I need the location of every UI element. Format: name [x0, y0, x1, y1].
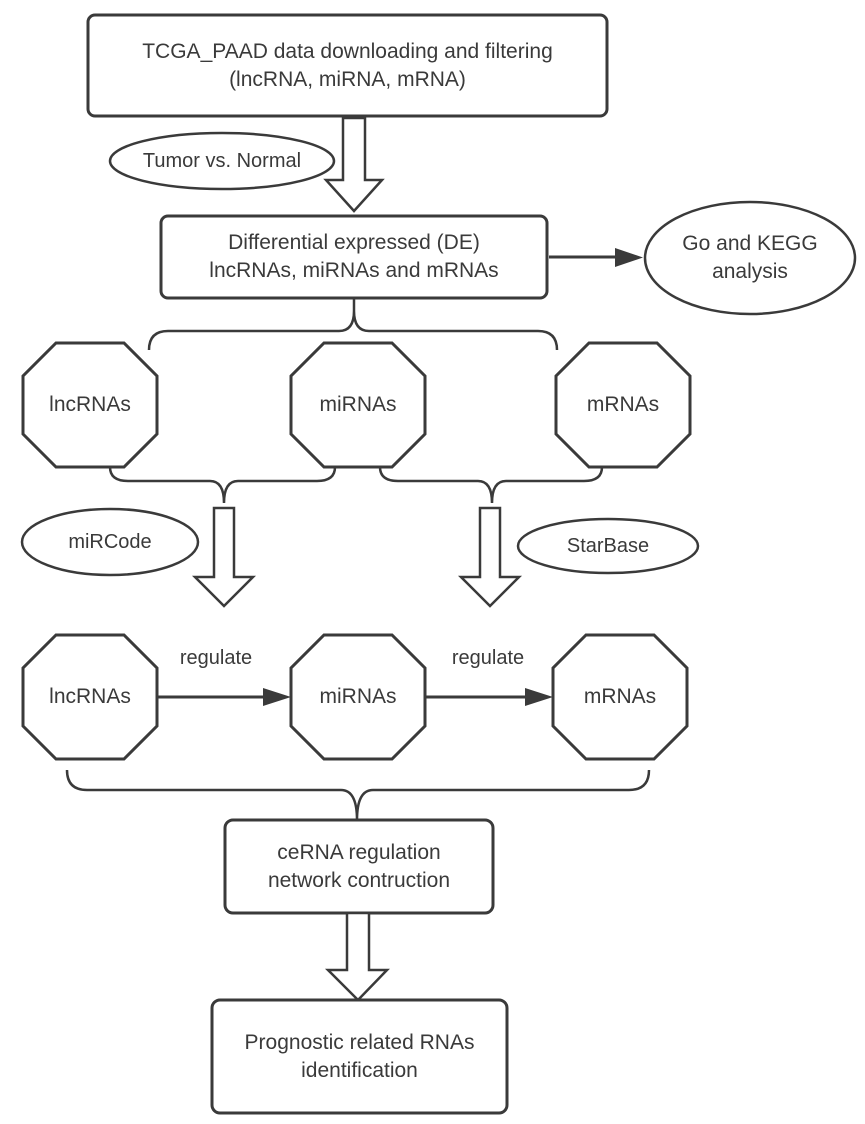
split-brace-top	[147, 310, 559, 351]
tcga-box-shape	[86, 13, 609, 118]
block-arrow-down-icon-4	[324, 911, 390, 1002]
mrnas-mid-octagon-shape	[551, 633, 689, 761]
cerna-box-shape	[223, 818, 495, 915]
block-arrow-down-icon-3	[457, 506, 523, 608]
mirnas-mid-octagon-shape	[289, 633, 427, 761]
arrowhead-right-icon-left	[263, 688, 291, 706]
arrowhead-right-icon-right	[525, 688, 553, 706]
gather-brace-bottom	[65, 769, 651, 821]
go-kegg-ellipse-shape	[643, 200, 857, 316]
arrowhead-right-icon-kegg	[615, 248, 643, 267]
gather-brace-left	[108, 466, 337, 504]
block-arrow-down-icon-2	[191, 506, 257, 608]
lncrnas-mid-octagon-shape	[21, 633, 159, 761]
lncrnas-top-octagon-shape	[21, 341, 159, 469]
tumor-vs-normal-ellipse-shape	[108, 131, 336, 191]
de-box-shape	[159, 214, 549, 300]
prognostic-box-shape	[210, 998, 509, 1115]
mircode-ellipse-shape	[20, 507, 200, 577]
block-arrow-down-icon-1	[323, 116, 385, 213]
gather-brace-right	[378, 466, 604, 504]
starbase-ellipse-shape	[516, 517, 700, 575]
mirnas-top-octagon-shape	[289, 341, 427, 469]
mrnas-top-octagon-shape	[554, 341, 692, 469]
